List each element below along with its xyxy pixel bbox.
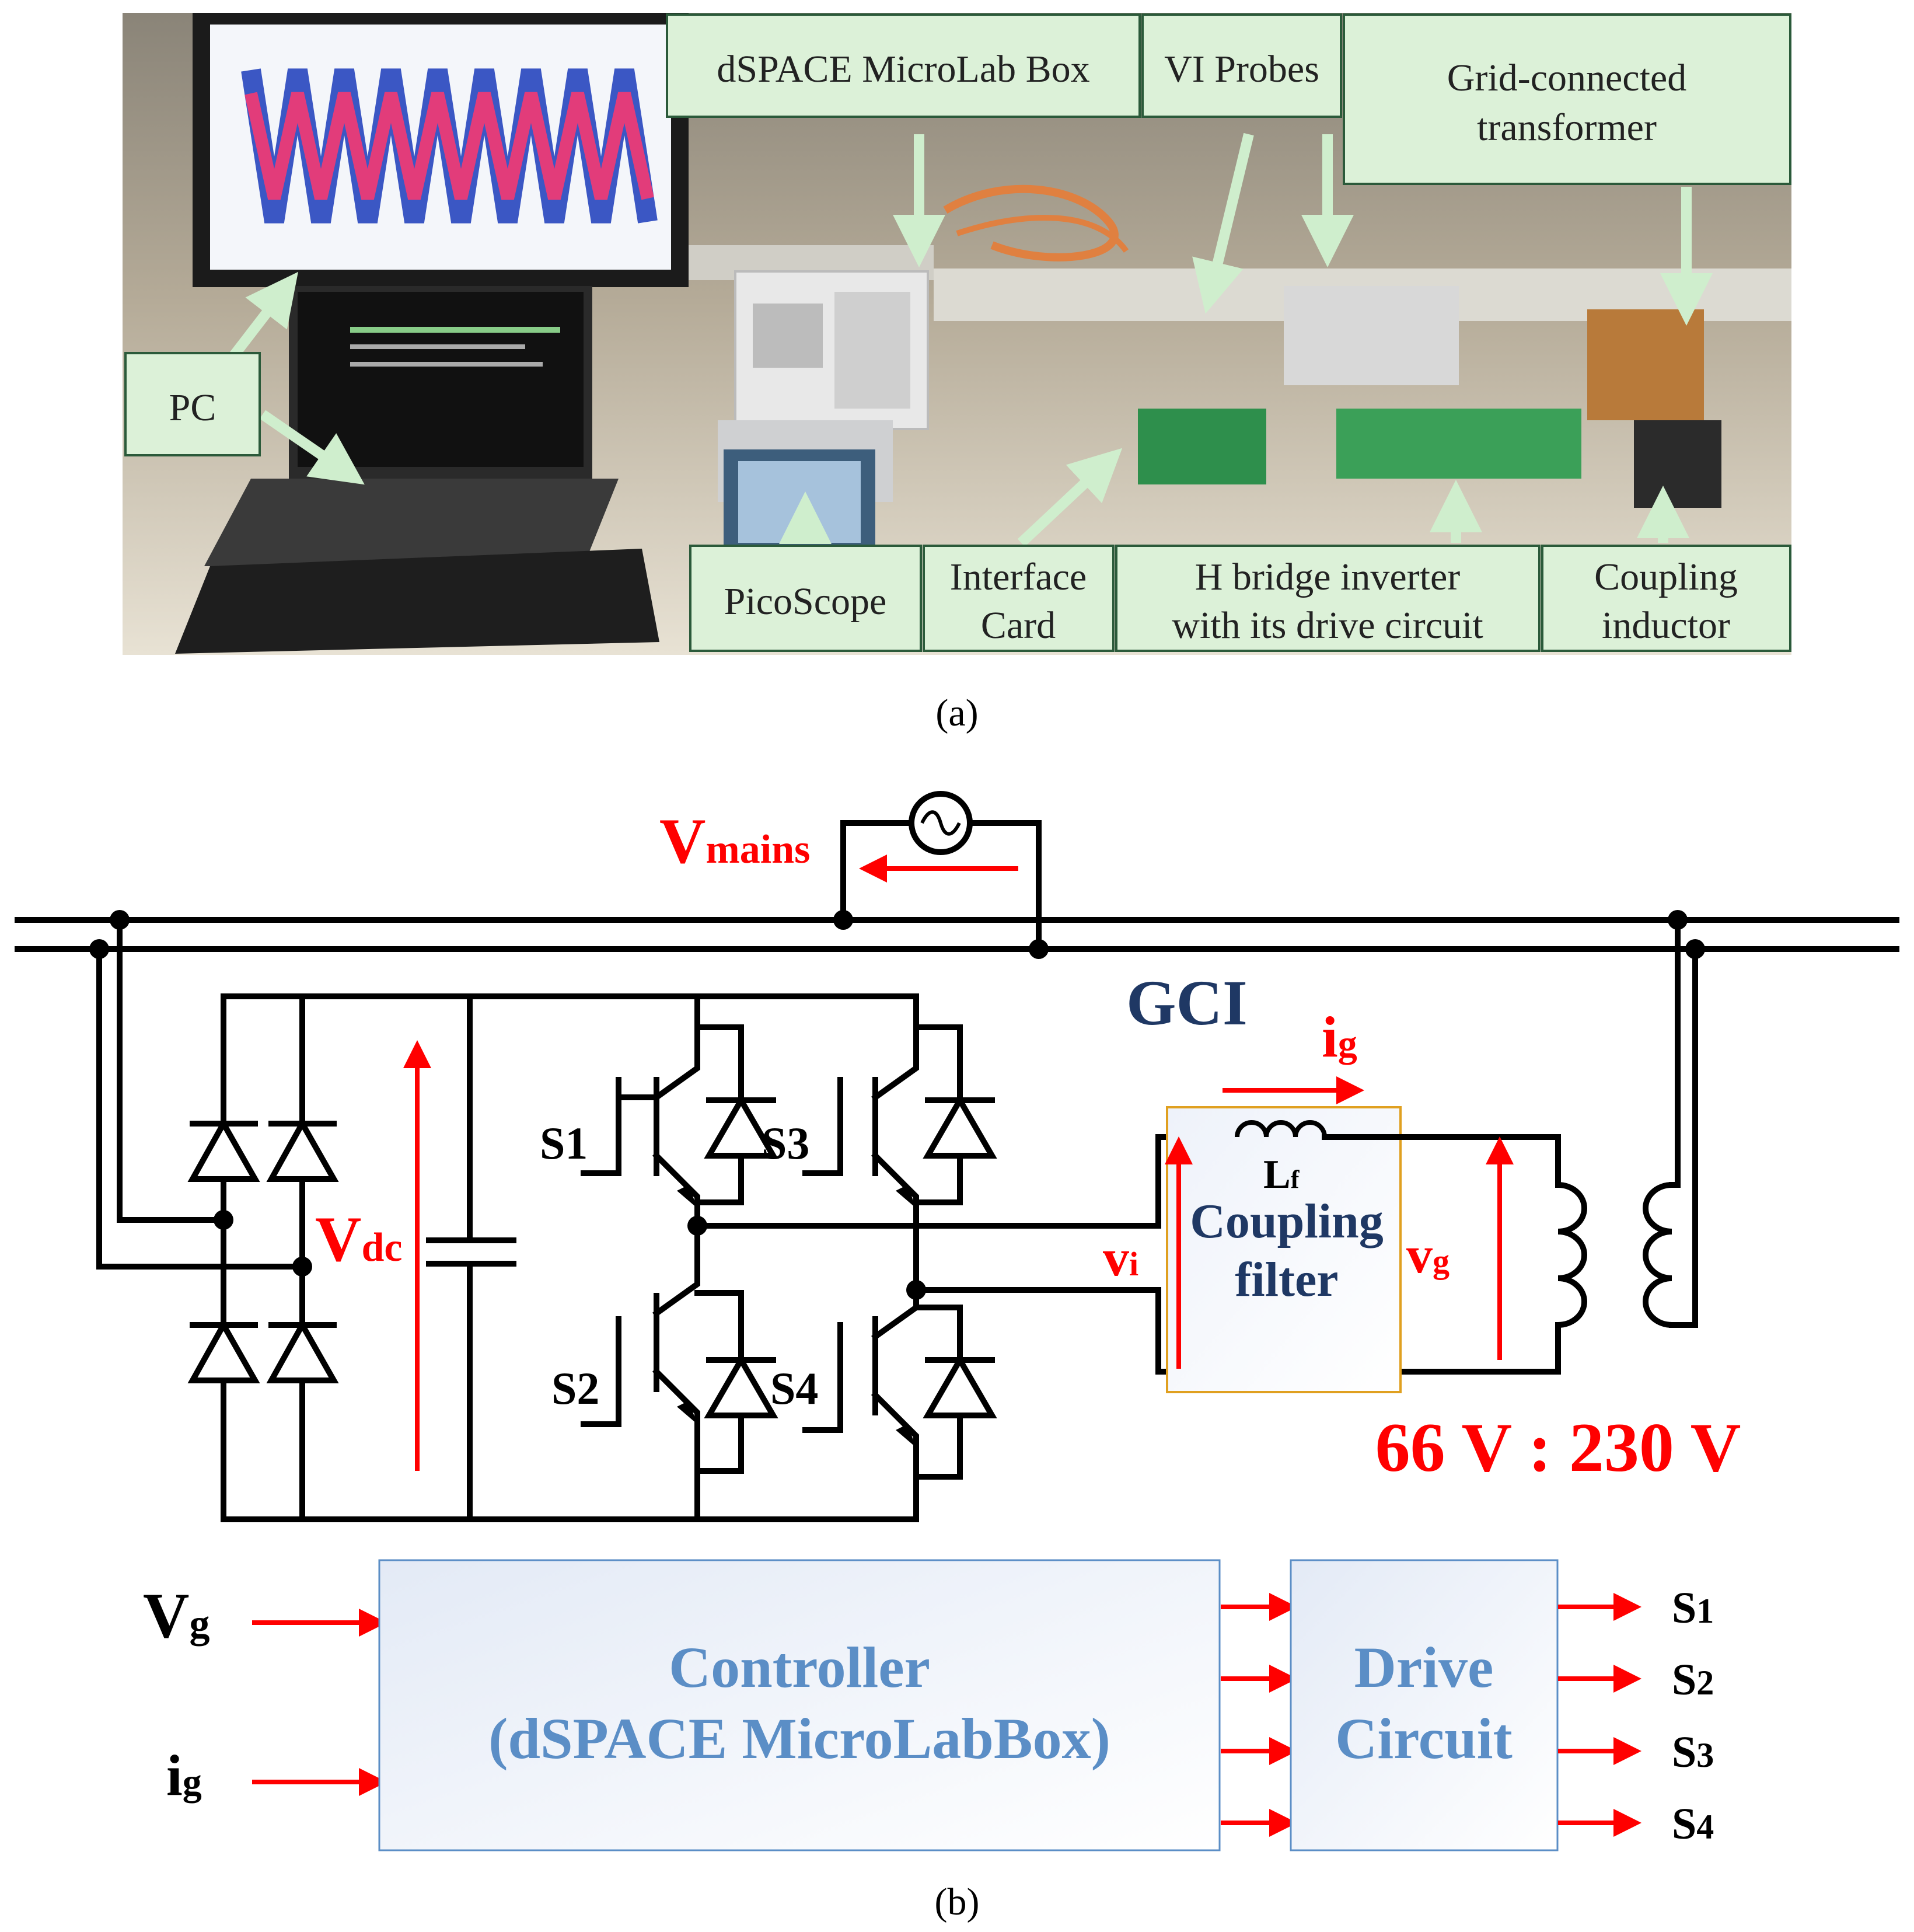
callout-picoscope: PicoScope <box>689 545 922 652</box>
output-s4-label: S4 <box>1672 1800 1714 1849</box>
callout-coupling-inductor: Coupling inductor <box>1541 545 1791 652</box>
svg-text:Grid-connected: Grid-connected <box>1447 57 1686 99</box>
svg-text:transformer: transformer <box>1477 106 1657 149</box>
output-s3-label: S3 <box>1672 1728 1714 1777</box>
turns-ratio-label: 66 V : 230 V <box>1375 1408 1741 1486</box>
interface-board <box>1138 409 1266 484</box>
svg-text:Card: Card <box>981 604 1056 647</box>
svg-text:H bridge inverter: H bridge inverter <box>1195 556 1461 598</box>
control-diagram: Vg ig Controller (dSPACE MicroLabBox) Dr… <box>143 1559 1714 1851</box>
drive-label-line1: Drive <box>1354 1635 1494 1700</box>
inductor-body <box>1634 420 1721 508</box>
svg-text:Coupling: Coupling <box>1594 556 1738 598</box>
callout-pc: PC <box>124 352 261 456</box>
drive-circuit-block <box>1290 1559 1559 1851</box>
caption-a: (a) <box>935 692 978 734</box>
svg-text:PC: PC <box>169 386 216 429</box>
gray-enclosure <box>1284 286 1459 385</box>
s3-label: S3 <box>762 1118 809 1169</box>
dc-link-capacitor <box>426 993 516 1522</box>
callout-dspace: dSPACE MicroLab Box <box>666 13 1141 118</box>
laptop <box>204 286 619 566</box>
callout-transformer: Grid-connected transformer <box>1343 13 1791 185</box>
controller-block <box>378 1559 1221 1851</box>
output-s1-label: S1 <box>1672 1584 1714 1633</box>
drive-label-line2: Circuit <box>1335 1706 1513 1771</box>
svg-text:PicoScope: PicoScope <box>724 580 887 623</box>
vi-label: vi <box>1103 1229 1138 1287</box>
caption-b: (b) <box>935 1881 980 1923</box>
vdc-label: Vdc <box>315 1204 402 1275</box>
callout-hbridge: H bridge inverter with its drive circuit <box>1115 545 1541 652</box>
s1-label: S1 <box>540 1118 588 1169</box>
monitor-screen <box>193 13 689 287</box>
vg-label: vg <box>1406 1226 1450 1284</box>
transformer-body <box>1587 309 1704 420</box>
svg-text:with its drive circuit: with its drive circuit <box>1172 604 1483 647</box>
svg-text:inductor: inductor <box>1602 604 1730 647</box>
coupling-filter-box <box>1166 1106 1402 1393</box>
hbridge-board <box>1336 409 1581 479</box>
filter-label-line2: filter <box>1235 1253 1338 1307</box>
svg-text:Interface: Interface <box>950 556 1087 598</box>
diode-bridge <box>187 993 339 1522</box>
output-s2-label: S2 <box>1672 1655 1714 1704</box>
s2-label: S2 <box>551 1363 599 1414</box>
lf-label: Lf <box>1263 1152 1300 1197</box>
s4-label: S4 <box>770 1363 818 1414</box>
svg-text:dSPACE MicroLab Box: dSPACE MicroLab Box <box>717 48 1089 90</box>
ac-source-icon <box>840 791 1042 952</box>
gci-label: GCI <box>1126 967 1248 1038</box>
svg-text:VI Probes: VI Probes <box>1164 48 1319 90</box>
callout-vi-probes: VI Probes <box>1141 13 1342 118</box>
input-vg-label: Vg <box>143 1580 209 1651</box>
input-ig-label: ig <box>166 1743 202 1808</box>
callout-interface-card: Interface Card <box>923 545 1115 652</box>
ig-label: ig <box>1322 1005 1357 1069</box>
controller-label-line2: (dSPACE MicroLabBox) <box>488 1706 1110 1771</box>
transformer-icon <box>1557 1182 1672 1328</box>
keyboard <box>175 549 659 654</box>
filter-label-line1: Coupling <box>1190 1194 1384 1249</box>
hbridge-switches <box>581 993 997 1522</box>
vmains-label: Vmains <box>659 805 810 877</box>
lf-inductor-icon <box>1235 1120 1327 1138</box>
dspace-box <box>734 270 929 430</box>
circuit-diagram: Vmains <box>15 791 1899 1522</box>
controller-label-line1: Controller <box>669 1635 930 1700</box>
